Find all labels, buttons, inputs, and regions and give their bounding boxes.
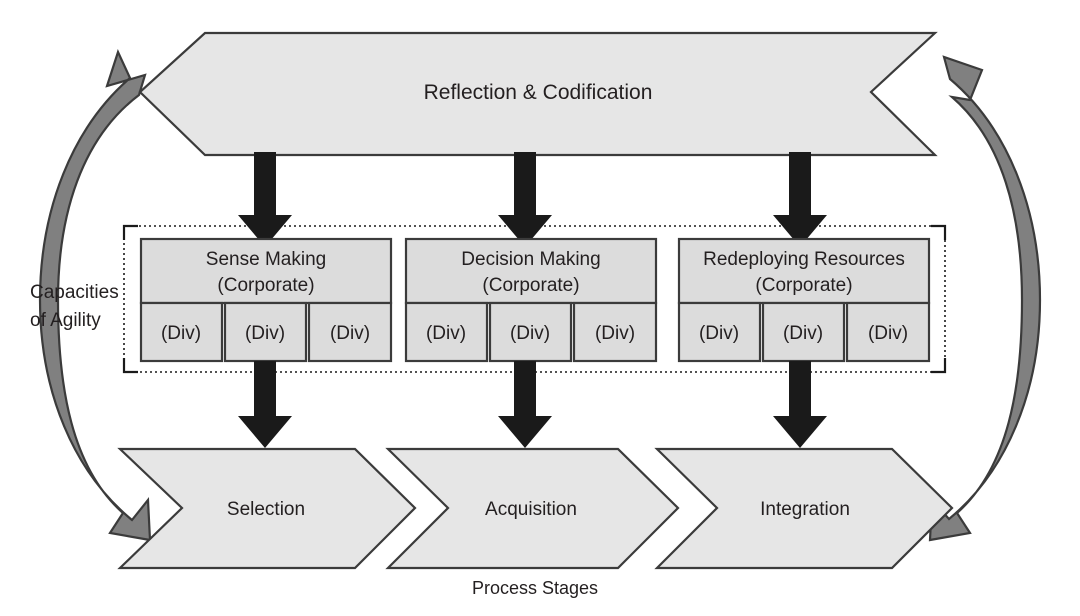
down-arrow-top-3-icon — [773, 152, 827, 247]
capacity-scope-2: (Corporate) — [482, 275, 579, 296]
capacities-of-agility-region — [122, 224, 947, 374]
division-cell-2-1[interactable] — [404, 301, 489, 363]
capacity-box-redeploying-resources[interactable]: Redeploying Resources (Corporate) (Div) … — [677, 237, 931, 363]
division-label-3-3: (Div) — [868, 323, 908, 344]
division-label-1-3: (Div) — [330, 323, 370, 344]
division-cell-2-2[interactable] — [488, 301, 573, 363]
division-cell-3-3[interactable] — [845, 301, 931, 363]
down-arrow-bottom-3-icon — [773, 361, 827, 448]
division-cell-1-3[interactable] — [307, 301, 393, 363]
process-stage-selection[interactable]: Selection — [117, 447, 417, 570]
capacity-box-decision-making[interactable]: Decision Making (Corporate) (Div) (Div) … — [404, 237, 658, 363]
capacity-scope-1: (Corporate) — [217, 275, 314, 296]
capacity-title-3: Redeploying Resources — [703, 249, 905, 270]
division-cell-1-2[interactable] — [223, 301, 308, 363]
curved-arrow-down-left-icon — [38, 48, 152, 542]
process-stage-label-1: Selection — [227, 499, 305, 520]
process-stage-acquisition[interactable]: Acquisition — [385, 447, 680, 570]
process-stages-caption: Process Stages — [472, 578, 598, 598]
capacities-of-agility-label: Capacities of Agility — [30, 282, 119, 331]
division-label-3-2: (Div) — [783, 323, 823, 344]
process-stage-label-3: Integration — [760, 499, 850, 520]
process-stage-label-2: Acquisition — [485, 499, 577, 520]
capacity-scope-3: (Corporate) — [755, 275, 852, 296]
division-label-2-1: (Div) — [426, 323, 466, 344]
division-label-2-2: (Div) — [510, 323, 550, 344]
division-label-3-1: (Div) — [699, 323, 739, 344]
division-cell-1-1[interactable] — [139, 301, 224, 363]
division-cell-3-1[interactable] — [677, 301, 762, 363]
process-stage-integration[interactable]: Integration — [654, 447, 954, 570]
down-arrow-bottom-2-icon — [498, 361, 552, 448]
down-arrow-top-2-icon — [498, 152, 552, 247]
division-cell-2-3[interactable] — [572, 301, 658, 363]
reflection-codification-label: Reflection & Codification — [424, 81, 653, 104]
capacity-box-sense-making[interactable]: Sense Making (Corporate) (Div) (Div) (Di… — [139, 237, 393, 363]
division-label-2-3: (Div) — [595, 323, 635, 344]
side-label-line-2: of Agility — [30, 310, 101, 331]
division-cell-3-2[interactable] — [761, 301, 846, 363]
capacity-title-1: Sense Making — [206, 249, 326, 270]
side-label-line-1: Capacities — [30, 282, 119, 303]
reflection-codification-band[interactable]: Reflection & Codification — [138, 31, 938, 157]
division-label-1-2: (Div) — [245, 323, 285, 344]
curved-arrow-up-right-icon — [928, 55, 1042, 542]
down-arrow-bottom-1-icon — [238, 361, 292, 448]
down-arrow-top-1-icon — [238, 152, 292, 247]
division-label-1-1: (Div) — [161, 323, 201, 344]
capacity-title-2: Decision Making — [461, 249, 600, 270]
